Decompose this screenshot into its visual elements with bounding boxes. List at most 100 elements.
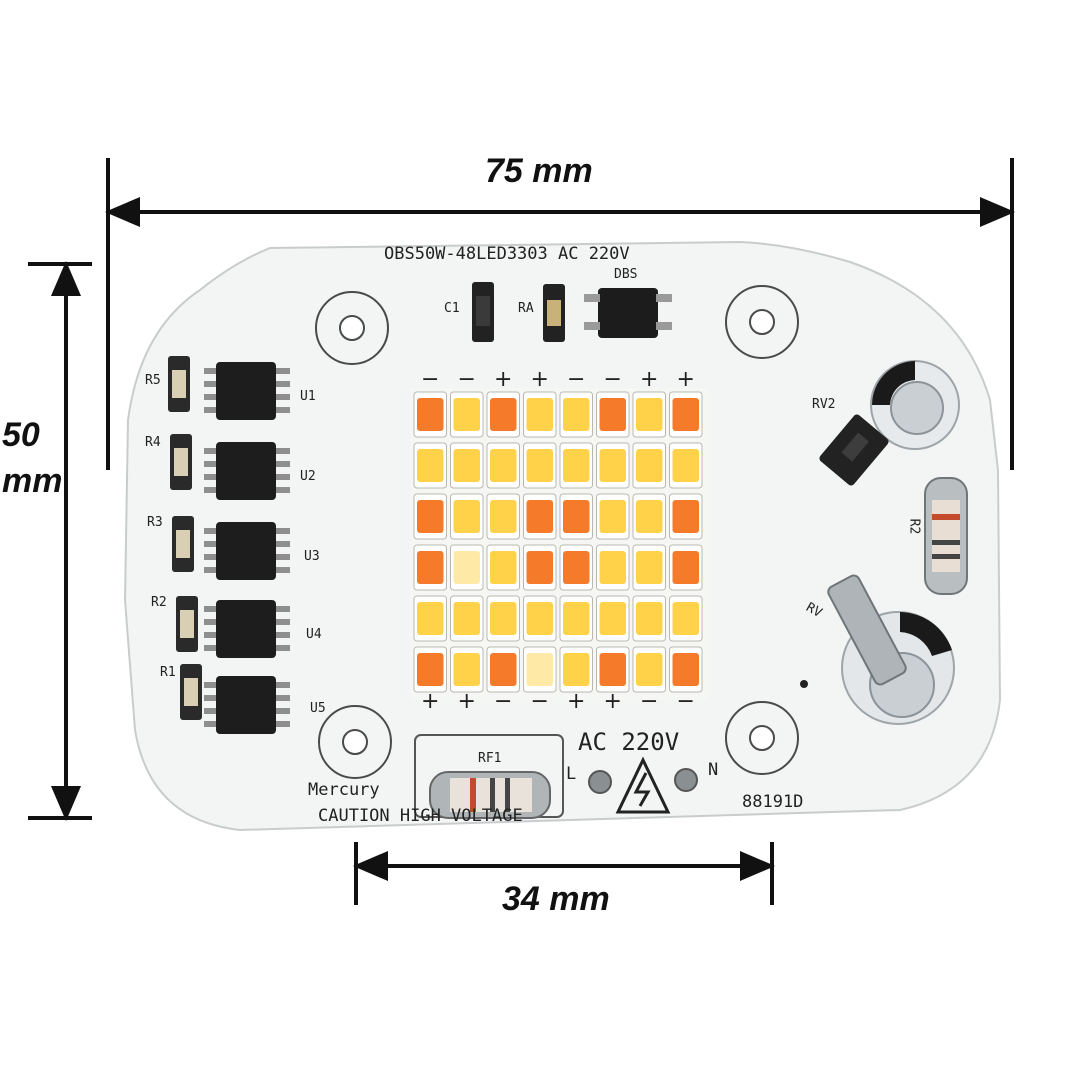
terminal-l-label: L bbox=[566, 764, 577, 784]
led-chip bbox=[413, 391, 447, 438]
led-chip bbox=[559, 442, 593, 489]
polarity-mark: − bbox=[604, 367, 622, 392]
polarity-mark: + bbox=[458, 689, 476, 714]
smd-resistor bbox=[172, 516, 194, 572]
smd-resistor bbox=[180, 664, 202, 720]
resistor-label: R2 bbox=[151, 595, 167, 610]
led-chip bbox=[632, 595, 666, 642]
polarity-mark: − bbox=[421, 367, 439, 392]
terminal-n-label: N bbox=[708, 760, 719, 780]
led-chip bbox=[450, 391, 484, 438]
led-chip bbox=[669, 442, 703, 489]
led-chip bbox=[413, 493, 447, 540]
led-chip bbox=[450, 544, 484, 591]
spacing-label: 34 mm bbox=[502, 880, 610, 918]
led-chip bbox=[450, 646, 484, 693]
varistor-rv2 bbox=[819, 360, 960, 486]
led-chip bbox=[632, 493, 666, 540]
led-chip bbox=[523, 442, 557, 489]
led-chip bbox=[486, 646, 520, 693]
led-chip bbox=[486, 442, 520, 489]
ic-label: U5 bbox=[310, 701, 326, 716]
led-chip bbox=[450, 595, 484, 642]
caution-label: CAUTION HIGH VOLTAGE bbox=[318, 806, 523, 826]
height-unit-label: mm bbox=[2, 462, 63, 500]
polarity-mark: + bbox=[421, 689, 439, 714]
led-chip bbox=[486, 391, 520, 438]
led-chip bbox=[559, 595, 593, 642]
driver-ic bbox=[204, 522, 290, 580]
ic-label: U2 bbox=[300, 469, 316, 484]
smd-resistor bbox=[176, 596, 198, 652]
led-chip bbox=[669, 391, 703, 438]
led-chip bbox=[632, 544, 666, 591]
polarity-mark: − bbox=[531, 689, 549, 714]
led-polarity-bottom-row: ++−−++−− bbox=[421, 689, 695, 714]
led-chip bbox=[669, 493, 703, 540]
c1-label: C1 bbox=[444, 301, 460, 316]
serial-label: 88191D bbox=[742, 792, 804, 812]
led-chip bbox=[523, 391, 557, 438]
resistor-ra bbox=[543, 284, 565, 342]
led-chip bbox=[596, 442, 630, 489]
led-chip bbox=[632, 442, 666, 489]
rf1-label: RF1 bbox=[478, 751, 502, 766]
led-chip bbox=[596, 646, 630, 693]
board-model-text: OBS50W-48LED3303 AC 220V bbox=[384, 244, 630, 264]
capacitor-c1 bbox=[472, 282, 494, 342]
led-chip bbox=[486, 595, 520, 642]
rv2-label: RV2 bbox=[812, 397, 836, 412]
led-chip bbox=[596, 595, 630, 642]
width-label: 75 mm bbox=[485, 152, 593, 190]
voltage-label: AC 220V bbox=[578, 728, 680, 756]
led-chip bbox=[669, 646, 703, 693]
led-chip bbox=[450, 442, 484, 489]
board-dot bbox=[800, 680, 808, 688]
led-chip bbox=[486, 493, 520, 540]
led-chip bbox=[596, 391, 630, 438]
height-dimension-line bbox=[28, 260, 92, 822]
led-chip bbox=[632, 391, 666, 438]
ra-label: RA bbox=[518, 301, 534, 316]
led-chip bbox=[523, 646, 557, 693]
driver-ic bbox=[204, 600, 290, 658]
resistor-label: R4 bbox=[145, 435, 161, 450]
resistor-label: R5 bbox=[145, 373, 161, 388]
led-chip bbox=[523, 544, 557, 591]
led-array bbox=[410, 388, 708, 700]
led-chip bbox=[486, 544, 520, 591]
bridge-rectifier-dbs bbox=[584, 288, 672, 338]
led-chip bbox=[413, 646, 447, 693]
led-chip bbox=[596, 493, 630, 540]
led-chip bbox=[669, 544, 703, 591]
resistor-label: R3 bbox=[147, 515, 163, 530]
smd-resistor bbox=[168, 356, 190, 412]
led-chip bbox=[632, 646, 666, 693]
polarity-mark: + bbox=[567, 689, 585, 714]
driver-ic-column bbox=[168, 356, 290, 734]
brand-label: Mercury bbox=[308, 780, 380, 800]
polarity-mark: + bbox=[531, 367, 549, 392]
led-chip bbox=[669, 595, 703, 642]
polarity-mark: + bbox=[677, 367, 695, 392]
smd-resistor bbox=[170, 434, 192, 490]
polarity-mark: − bbox=[677, 689, 695, 714]
resistor-label: R1 bbox=[160, 665, 176, 680]
led-chip bbox=[413, 442, 447, 489]
ic-label: U1 bbox=[300, 389, 316, 404]
spacing-dimension-line bbox=[352, 842, 776, 905]
polarity-mark: − bbox=[458, 367, 476, 392]
ic-label: U3 bbox=[304, 549, 320, 564]
led-chip bbox=[559, 493, 593, 540]
polarity-mark: + bbox=[640, 367, 658, 392]
polarity-mark: + bbox=[604, 689, 622, 714]
led-polarity-top-row: −−++−−++ bbox=[421, 367, 695, 392]
high-voltage-warning-icon bbox=[615, 756, 671, 814]
fuse-rf1 bbox=[414, 734, 564, 819]
varistor-rv1 bbox=[827, 574, 955, 725]
led-chip bbox=[413, 544, 447, 591]
r2-side-label: R2 bbox=[906, 518, 922, 535]
height-value-label: 50 bbox=[2, 416, 40, 454]
terminal-pads bbox=[588, 768, 698, 794]
polarity-mark: − bbox=[494, 689, 512, 714]
